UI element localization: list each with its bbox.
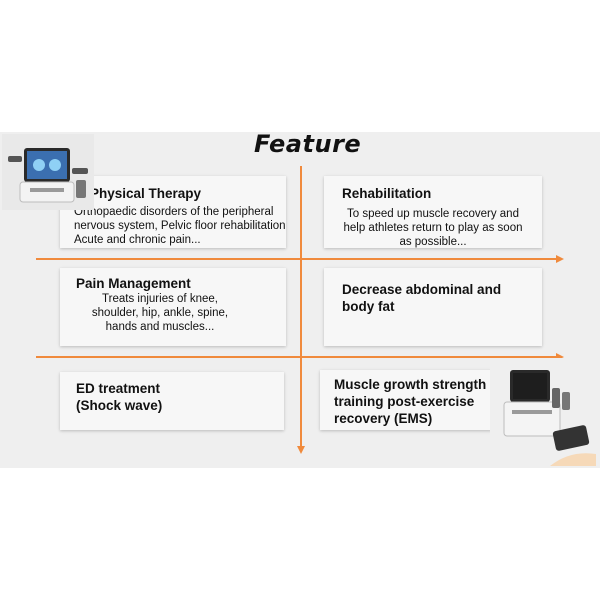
arrow-down-icon [297, 446, 305, 454]
vertical-divider [300, 166, 302, 446]
arrow-right-icon [556, 353, 564, 361]
card-heading: Decrease abdominal and body fat [342, 282, 502, 314]
card-description: To speed up muscle recovery and help ath… [343, 208, 523, 248]
card-heading: ED treatment (Shock wave) [76, 381, 163, 413]
feature-card-decrease-body-fat: Decrease abdominal and body fat [324, 268, 542, 346]
card-description: Treats injuries of knee, shoulder, hip, … [91, 293, 229, 333]
feature-card-physical-therapy: Physical Therapy Orthopaedic disorders o… [60, 176, 286, 248]
card-heading: Physical Therapy [90, 186, 202, 201]
feature-card-pain-management: Pain Management Treats injuries of knee,… [60, 268, 286, 346]
card-heading: Muscle growth strength training post-exe… [334, 377, 487, 426]
feature-card-muscle-growth: Muscle growth strength training post-exe… [320, 370, 492, 430]
feature-card-ed-treatment: ED treatment (Shock wave) [60, 372, 284, 430]
feature-card-rehabilitation: Rehabilitation To speed up muscle recove… [324, 176, 542, 248]
arrow-right-icon [556, 255, 564, 263]
card-heading: Pain Management [76, 276, 191, 291]
page-title: Feature [254, 130, 362, 158]
horizontal-divider-bottom [36, 356, 556, 358]
card-description: Orthopaedic disorders of the peripheral … [74, 206, 286, 246]
card-heading: Rehabilitation [342, 186, 432, 201]
therapy-device-icon [2, 134, 94, 210]
horizontal-divider-top [36, 258, 556, 260]
ems-device-icon [490, 358, 596, 466]
